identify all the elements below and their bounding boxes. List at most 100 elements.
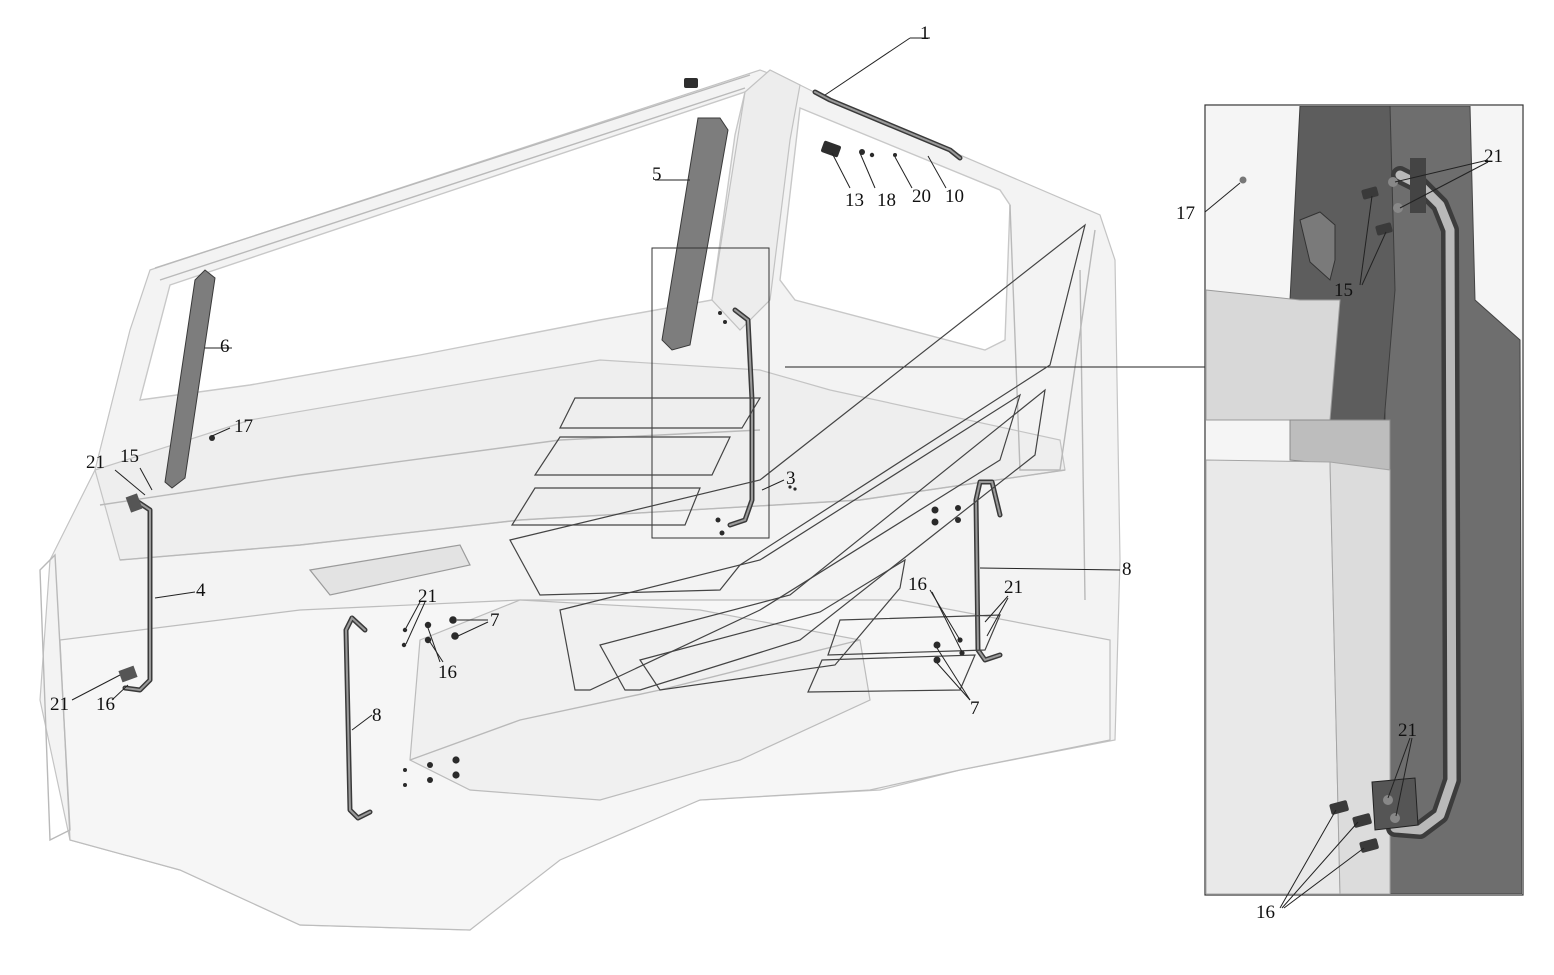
detail-upper-bracket — [1410, 158, 1426, 213]
leader-7b-1 — [936, 647, 971, 701]
callout-16b: 16 — [438, 662, 457, 683]
a-pillar-body — [711, 69, 801, 331]
callout-21a: 21 — [86, 452, 105, 473]
rear-panel-line — [1079, 269, 1086, 601]
callout-21b: 21 — [50, 694, 69, 715]
leader-17b — [1204, 182, 1241, 213]
detail-view — [1204, 104, 1524, 896]
leader-21b — [71, 674, 121, 701]
left-pillar-trim — [164, 269, 216, 489]
leader-16b-1 — [427, 627, 441, 663]
detail-bolt-upper-1 — [1361, 186, 1379, 200]
leader-16c-2 — [931, 591, 963, 653]
side-window-opening — [779, 107, 1011, 351]
leader-7b-2 — [936, 662, 971, 701]
roof-edge — [154, 74, 751, 269]
zoom-region-frame — [651, 247, 770, 539]
callout-17b: 17 — [1176, 203, 1195, 224]
windshield-opening — [139, 90, 746, 401]
engine-tunnel — [409, 599, 871, 801]
upper-bracket-left — [125, 493, 143, 513]
leader-21e-2 — [1399, 161, 1489, 209]
callout-13: 13 — [845, 190, 864, 211]
callout-20: 20 — [912, 186, 931, 207]
dashboard-lower-edge — [119, 469, 1066, 561]
leader-16d-3 — [1283, 847, 1365, 909]
left-handrail-highlight — [124, 499, 151, 692]
detail-washer-4 — [1390, 813, 1400, 823]
callout-3: 3 — [786, 468, 796, 489]
tunnel-crease — [409, 639, 861, 761]
zoom-indicator — [651, 247, 1205, 539]
detail-bolt-lower-3 — [1359, 838, 1379, 853]
roof-edge-inner — [159, 87, 746, 281]
dashboard-vent — [308, 544, 471, 596]
detail-pillar-fitting — [1299, 211, 1336, 281]
leader-7a-2 — [457, 621, 489, 637]
leader-21f-2 — [1395, 737, 1413, 817]
leader-21f-1 — [1387, 737, 1411, 799]
leader-3 — [761, 479, 785, 491]
callout-7b: 7 — [970, 698, 980, 719]
callout-21c: 21 — [418, 586, 437, 607]
leader-20 — [894, 156, 913, 189]
leader-16b-2 — [429, 641, 444, 663]
washer-20 — [893, 153, 897, 157]
leader-8b — [979, 567, 1121, 571]
detail-bolt-upper-2 — [1375, 222, 1393, 236]
detail-bolt-lower-2 — [1352, 813, 1372, 828]
callout-8a: 8 — [372, 705, 382, 726]
parts — [118, 78, 1003, 821]
leader-16d-2 — [1281, 821, 1359, 909]
leader-16d-1 — [1279, 809, 1337, 909]
roof-clip — [684, 78, 698, 88]
leader-15b-1 — [1359, 195, 1373, 286]
leader-21d-2 — [986, 597, 1009, 637]
rear-wall-handrail-highlight — [974, 481, 1001, 662]
lower-bracket-left — [118, 665, 138, 683]
detail-dash-block — [1206, 289, 1341, 421]
fastener-group-right — [209, 311, 965, 664]
leader-21d-1 — [984, 595, 1009, 623]
leader-4 — [154, 591, 196, 599]
left-door-post — [39, 553, 71, 842]
detail-washer-1 — [1388, 177, 1398, 187]
leader-17a — [211, 427, 231, 437]
callout-21d: 21 — [1004, 577, 1023, 598]
hatched-arrows — [509, 223, 1087, 693]
leader-16a — [111, 684, 129, 701]
callout-17a: 17 — [234, 416, 253, 437]
leader-15a — [139, 467, 153, 491]
trim-clip — [821, 140, 841, 158]
callout-18: 18 — [877, 190, 896, 211]
screw-18 — [859, 149, 865, 155]
callout-21e: 21 — [1484, 146, 1503, 167]
callout-16d: 16 — [1256, 902, 1275, 923]
detail-lower-panel — [1206, 459, 1341, 894]
pillar-handrail-highlight — [729, 309, 753, 526]
roof-grab-rail-highlight — [814, 91, 961, 159]
detail-washer-3 — [1383, 795, 1393, 805]
callout-15b: 15 — [1334, 280, 1353, 301]
detail-washer-2 — [1393, 203, 1403, 213]
screw-18b — [869, 152, 875, 158]
leader-1 — [824, 37, 911, 96]
callout-5: 5 — [652, 164, 662, 185]
callout-7a: 7 — [490, 610, 500, 631]
leader-8a — [351, 714, 373, 731]
callout-1: 1 — [920, 23, 930, 44]
callout-21f: 21 — [1398, 720, 1417, 741]
callout-4: 4 — [196, 580, 206, 601]
detail-bolt-lower-1 — [1329, 800, 1349, 815]
cab-body — [39, 69, 1121, 931]
leader-21e-1 — [1394, 159, 1489, 183]
rear-panel-edge — [1009, 204, 1096, 471]
callout-15a: 15 — [120, 446, 139, 467]
callout-8b: 8 — [1122, 559, 1132, 580]
right-pillar-trim — [661, 117, 729, 351]
detail-clip-17 — [1239, 176, 1247, 184]
callout-16c: 16 — [908, 574, 927, 595]
leader-10 — [927, 155, 947, 189]
